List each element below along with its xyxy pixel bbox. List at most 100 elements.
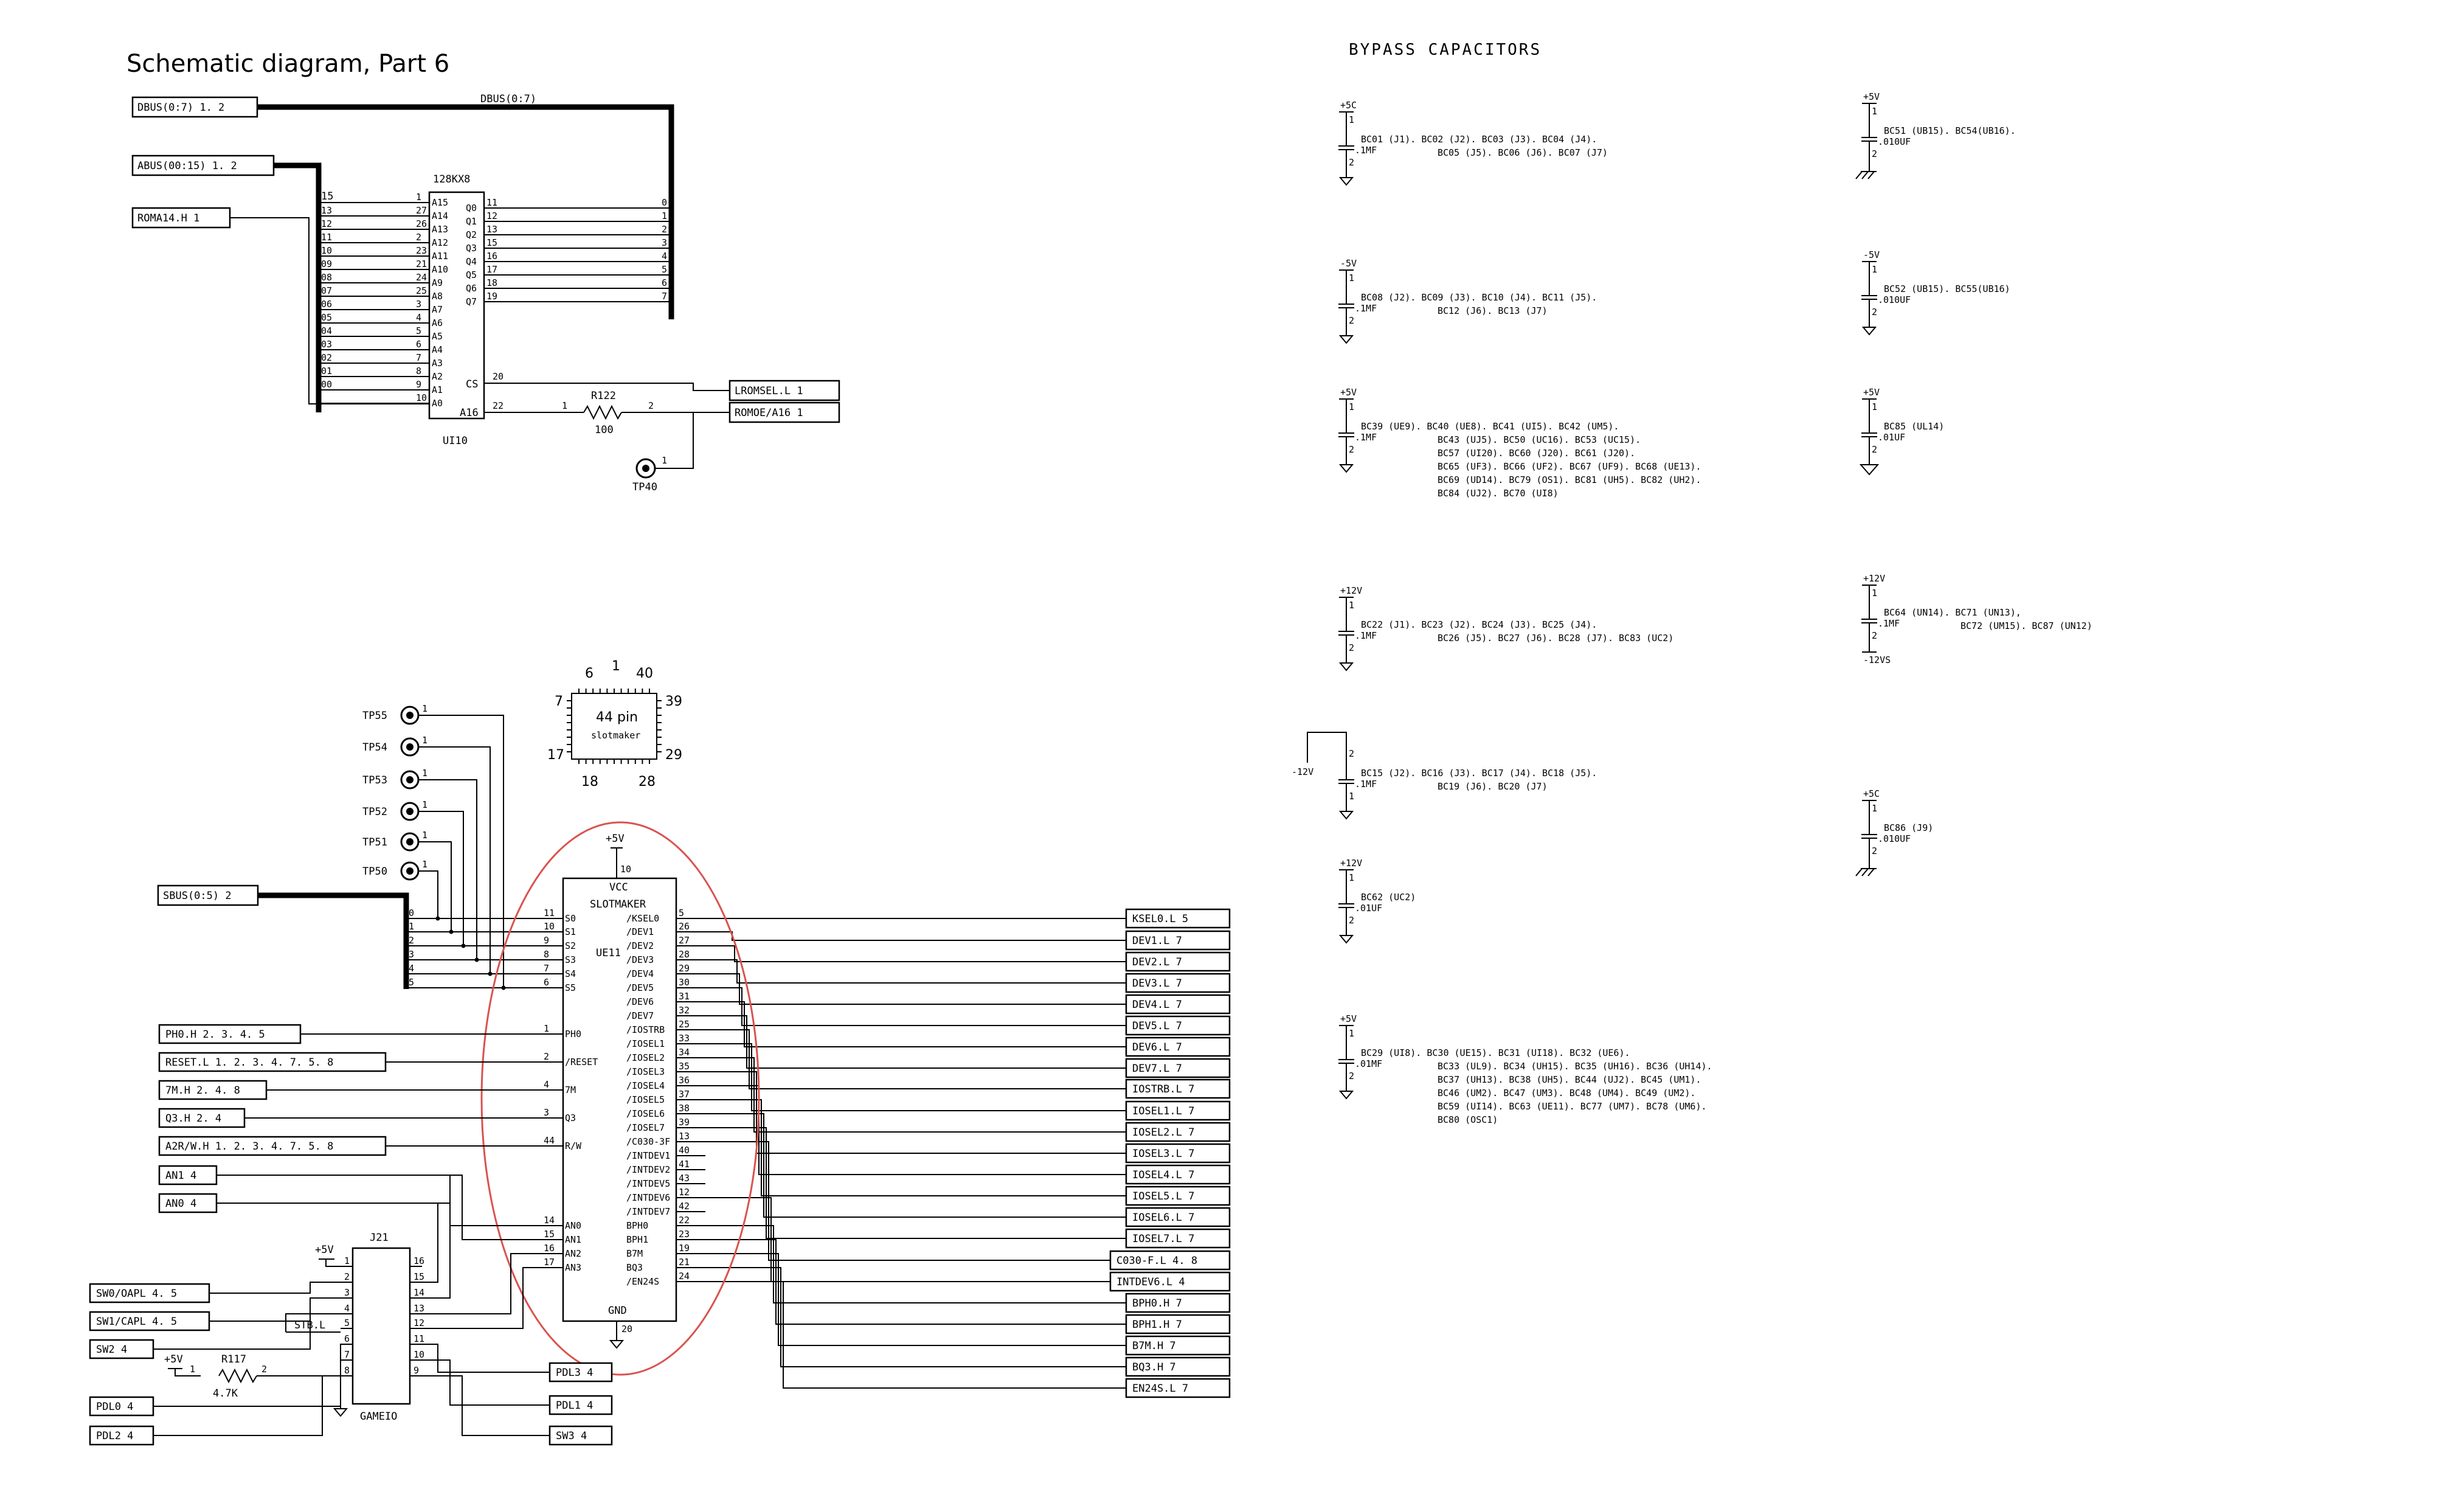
gameio-left-pin: 7 [344,1349,350,1360]
cap-list-line: BC65 (UF3). BC66 (UF2). BC67 (UF9). BC68… [1438,461,1701,472]
cap-pin1: 1 [1349,791,1354,802]
output-port[interactable] [1125,1015,1231,1036]
slotmaker-left-pin-name: 7M [565,1085,576,1095]
cap-pin2: 2 [1872,307,1877,318]
slotmaker-right-pin-name: /IOSTRB [626,1024,665,1035]
cap-list-line: BC22 (J1). BC23 (J2). BC24 (J3). BC25 (J… [1361,619,1597,630]
gameio-port[interactable] [549,1395,613,1415]
output-port[interactable] [1125,951,1231,972]
lromsel-port[interactable] [728,380,840,401]
rom-data-pin-num: 17 [486,264,497,275]
gameio-gnd-symbol [333,1408,348,1417]
output-port[interactable] [1125,1378,1231,1398]
rom-addr-pin-num: 3 [416,299,421,310]
gameio-port[interactable] [89,1339,154,1359]
rom-addr-pin-name: A0 [432,398,443,409]
slotmaker-right-pin-num: 13 [679,1131,690,1142]
bypass-title: BYPASS CAPACITORS [1349,41,1542,59]
gameio-port-label: SW3 4 [556,1430,587,1442]
output-port[interactable] [1125,1058,1231,1078]
output-port[interactable] [1125,1100,1231,1121]
output-port[interactable] [1125,973,1231,993]
slotmaker-right-pin-num: 25 [679,1019,690,1030]
output-port[interactable] [1109,1250,1231,1271]
output-port[interactable] [1125,1314,1231,1335]
slotmaker-right-pin-num: 23 [679,1229,690,1240]
abus-port[interactable] [131,154,275,176]
output-port[interactable] [1125,1036,1231,1057]
slotmaker-left-pin-num: 15 [544,1229,555,1240]
cap-list-line: BC59 (UI14). BC63 (UE11). BC77 (UM7). BC… [1438,1101,1707,1112]
output-port[interactable] [1125,1143,1231,1164]
rom-data-pin-name: Q2 [466,229,477,240]
a16-pin-name: A16 [460,407,479,419]
slotmaker-right-pin-name: /EN24S [626,1276,659,1287]
roma14-port[interactable] [131,207,231,229]
input-port[interactable] [158,1052,387,1072]
output-port[interactable] [1125,1185,1231,1206]
gameio-port[interactable] [89,1283,210,1303]
cap-list-line: BC80 (OSC1) [1438,1114,1498,1125]
input-port[interactable] [158,1080,268,1100]
ground-symbol [1338,635,1354,672]
vcc-pin: 10 [620,864,631,875]
r117-rail: +5V [164,1353,183,1366]
cap-list-line: BC29 (UI8). BC30 (UE15). BC31 (UI18). BC… [1361,1047,1630,1058]
slotmaker-left-pin-name: S1 [565,926,576,937]
output-port[interactable] [1109,1271,1231,1292]
rom-addr-bus-num: 09 [321,259,332,269]
r117-ref: R117 [221,1353,246,1366]
slotmaker-left-pin-name: AN3 [565,1262,581,1273]
rom-chip[interactable] [428,191,485,420]
rom-addr-pin-num: 5 [416,325,421,336]
input-port[interactable] [158,1136,387,1156]
output-port[interactable] [1125,1356,1231,1377]
output-port-label: INTDEV6.L 4 [1116,1276,1185,1288]
rom-addr-pin-name: A8 [432,291,443,302]
slotmaker-right-pin-num: 5 [679,908,684,918]
output-port[interactable] [1125,1078,1231,1099]
cap-rail-wire [1862,800,1877,835]
slotmaker-right-pin-num: 38 [679,1103,690,1114]
output-port[interactable] [1125,1207,1231,1227]
plcc-body [571,693,657,760]
output-port[interactable] [1125,1122,1231,1142]
rom-data-bit: 7 [662,291,667,302]
output-port[interactable] [1125,908,1231,929]
input-port-label: AN1 4 [165,1170,196,1182]
output-port[interactable] [1125,1164,1231,1185]
cap-pin2: 2 [1349,748,1354,759]
junction-dot [474,957,479,962]
output-port[interactable] [1125,994,1231,1015]
output-wire [705,1057,1126,1133]
gameio-port[interactable] [89,1311,210,1331]
output-port-label: BPH1.H 7 [1132,1319,1182,1331]
output-port[interactable] [1125,1335,1231,1356]
gameio-port[interactable] [89,1396,154,1417]
input-port[interactable] [158,1108,246,1128]
cap-rail2-label: -12VS [1863,654,1891,665]
slotmaker-chip[interactable] [562,877,677,1322]
capacitor-symbol [1338,1059,1354,1064]
cs-pin-num: 20 [493,371,504,382]
output-port[interactable] [1125,1293,1231,1313]
sbus-bit-label: 2 [409,935,414,946]
cap-pin1: 1 [1349,114,1354,125]
romoe-port[interactable] [728,401,840,423]
dbus-port[interactable] [131,96,258,118]
output-wire [705,1267,1126,1367]
output-port[interactable] [1125,1228,1231,1249]
output-port-label: DEV5.L 7 [1132,1020,1182,1032]
testpoint-pin: 1 [422,768,427,779]
sbus-port[interactable] [157,884,259,906]
slotmaker-left-pin-num: 17 [544,1257,555,1268]
gameio-connector[interactable] [351,1247,411,1405]
cap-list-line: BC05 (J5). BC06 (J6). BC07 (J7) [1438,147,1608,158]
slotmaker-right-pin-name: /IOSEL1 [626,1038,665,1049]
slotmaker-right-pin-num: 26 [679,921,690,932]
output-port[interactable] [1125,930,1231,951]
gameio-port[interactable] [549,1362,613,1383]
testpoint-dot [406,808,414,815]
output-port-label: B7M.H 7 [1132,1340,1176,1352]
